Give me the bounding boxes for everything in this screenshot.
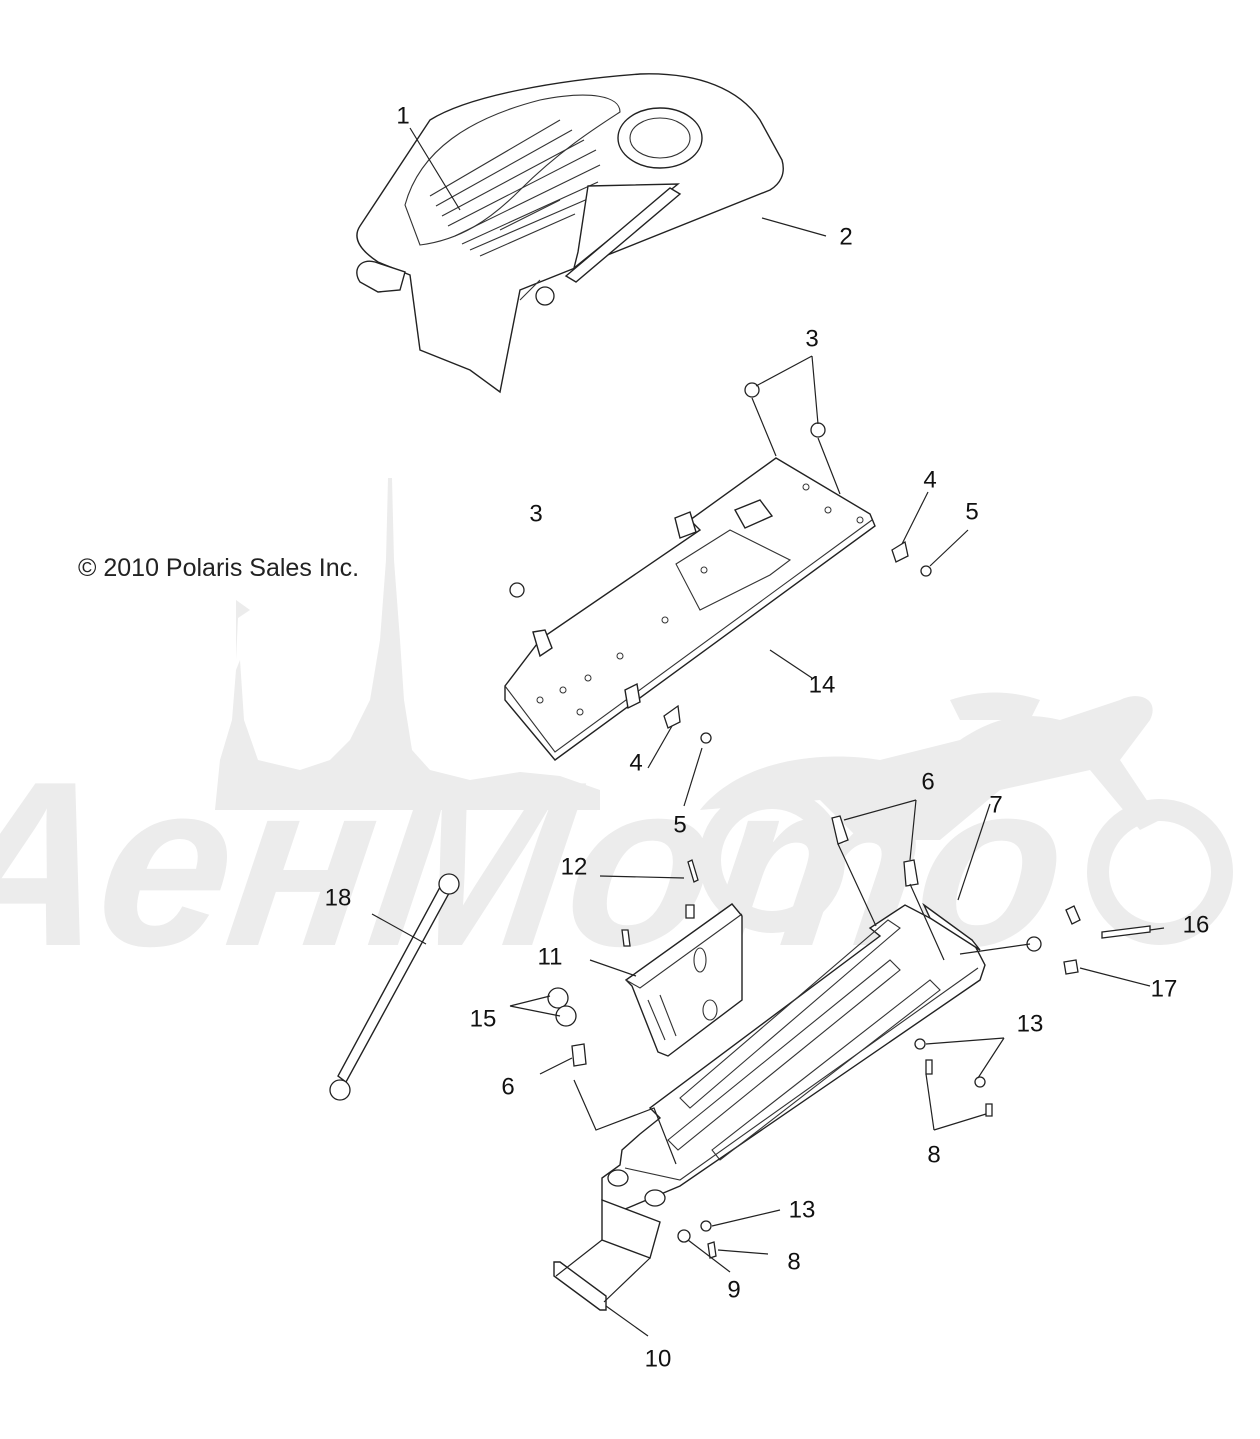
copyright-text: © 2010 Polaris Sales Inc.: [78, 554, 359, 582]
bolt-16: [1065, 905, 1081, 925]
callout-4-a: 4: [923, 466, 936, 493]
part-7-lower-plate: [601, 902, 986, 1259]
nut-3-b: [810, 422, 826, 438]
stud-6-a: [831, 815, 849, 845]
clip-17: [1063, 959, 1079, 975]
callout-17: 17: [1151, 975, 1178, 1002]
leader-lines: [371, 127, 1165, 1337]
callout-13-b: 13: [789, 1196, 816, 1223]
callout-8-b: 8: [787, 1248, 800, 1275]
stud-6-c: [571, 1043, 587, 1067]
callout-2: 2: [839, 223, 852, 250]
nut-9: [677, 1229, 691, 1243]
callout-3-b: 3: [529, 500, 542, 527]
screw-5-a: [920, 565, 932, 577]
watermark-skyline: [215, 478, 600, 810]
part-1-airbox-cover: [356, 73, 784, 394]
part-10-small-bracket: [553, 1261, 607, 1311]
callout-14: 14: [809, 671, 836, 698]
screw-12-c: [621, 929, 631, 947]
callout-7: 7: [989, 791, 1002, 818]
screw-12-b: [685, 904, 695, 919]
watermark-motorcycle-tank: [950, 692, 1040, 720]
nut-3-c: [509, 582, 525, 598]
part-11-bracket: [624, 903, 743, 1057]
watermark-flag: [236, 600, 250, 660]
clip-4-b: [663, 704, 681, 729]
screw-12-a: [687, 859, 699, 883]
callouts: 1 2 3 3 4 5 14 4 5 6 7 12 18 16 11 17 15…: [325, 102, 1210, 1372]
callout-12: 12: [561, 853, 588, 880]
callout-4-b: 4: [629, 749, 642, 776]
callout-11: 11: [538, 943, 563, 970]
nut-3-a: [744, 382, 760, 398]
callout-9: 9: [727, 1276, 740, 1303]
part-14-upper-plate: [504, 457, 876, 761]
watermark-motorcycle-body: [700, 696, 1160, 840]
bolt-16-b: [1101, 925, 1151, 939]
callout-3-a: 3: [805, 325, 818, 352]
callout-10: 10: [645, 1345, 672, 1372]
screw-5-b: [700, 732, 712, 744]
pin-8-c: [707, 1241, 717, 1259]
callout-1: 1: [396, 102, 409, 129]
callout-16: 16: [1183, 911, 1210, 938]
washer-13-b: [974, 1076, 986, 1088]
part-2-seal-strip: [564, 183, 682, 283]
nut-15-a: [547, 987, 569, 1009]
callout-6-b: 6: [501, 1073, 514, 1100]
callout-6-a: 6: [921, 768, 934, 795]
callout-15: 15: [470, 1005, 497, 1032]
washer-13-a: [914, 1038, 926, 1050]
clip-4-a: [891, 540, 909, 563]
callout-18: 18: [325, 884, 352, 911]
pin-8-a: [925, 1059, 933, 1075]
hardware: [509, 382, 1151, 1259]
callout-13-a: 13: [1017, 1010, 1044, 1037]
stud-6-b: [903, 859, 919, 887]
callout-5-b: 5: [673, 811, 686, 838]
nut-15-b: [555, 1005, 577, 1027]
part-18-rod: [329, 873, 460, 1101]
pin-8-b: [985, 1103, 993, 1117]
callout-5-a: 5: [965, 498, 978, 525]
callout-8-a: 8: [927, 1141, 940, 1168]
washer-13-c: [700, 1220, 712, 1232]
